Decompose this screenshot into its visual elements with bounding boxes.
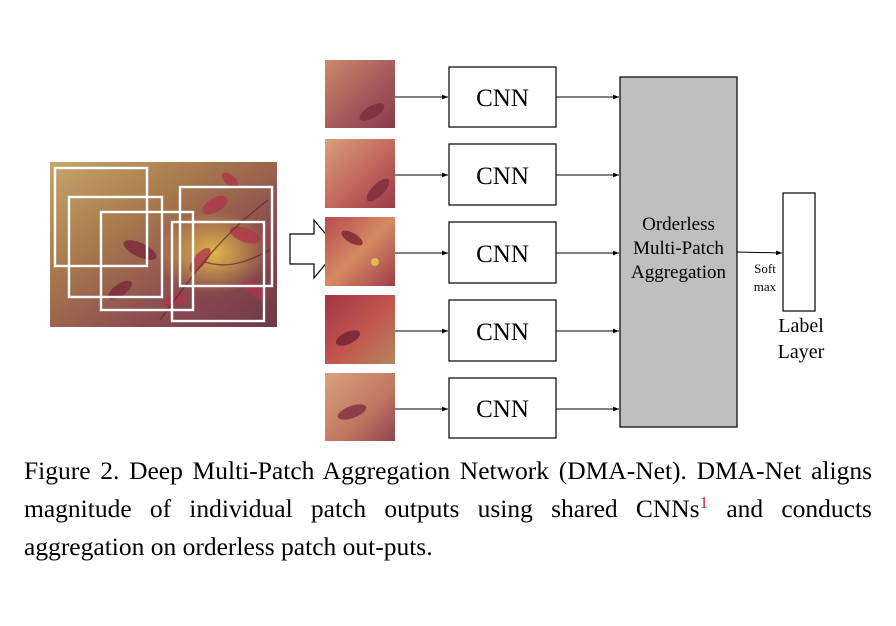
patch-column: [325, 60, 395, 441]
label-layer: Label Layer: [778, 192, 825, 363]
label-layer-text-line: Layer: [778, 341, 825, 363]
softmax-label-line: Soft: [754, 261, 776, 276]
patch-box: [99, 210, 195, 312]
caption-text-continued: and conducts aggregation on orderless pa…: [24, 494, 872, 561]
patch-image: [325, 139, 395, 208]
aggregation-label-line: Multi-Patch: [633, 238, 724, 259]
cnn-box: CNN: [448, 66, 557, 128]
cnn-box: CNN: [448, 377, 557, 439]
cnn-box: CNN: [448, 299, 557, 362]
cnn-box: CNN: [448, 221, 557, 284]
patch-image: [325, 217, 395, 286]
arrow: [736, 250, 783, 256]
footnote-marker[interactable]: 1: [699, 493, 709, 512]
patch-image: [325, 60, 395, 128]
cnn-box: CNN: [448, 143, 557, 206]
cnn-to-aggregation-arrows: [556, 94, 619, 412]
cnn-label: CNN: [476, 85, 529, 112]
cnn-label: CNN: [476, 319, 529, 346]
source-photo: [50, 162, 277, 327]
figure-caption: Figure 2. Deep Multi-Patch Aggregation N…: [24, 452, 872, 566]
softmax-label-line: max: [754, 279, 777, 294]
cnn-label: CNN: [476, 396, 529, 423]
patch-image: [325, 295, 395, 364]
cnn-label: CNN: [476, 163, 529, 190]
caption-text: Figure 2. Deep Multi-Patch Aggregation N…: [24, 456, 872, 523]
aggregation-box: Orderless Multi-Patch Aggregation: [619, 76, 738, 428]
aggregation-label-line: Aggregation: [631, 262, 726, 283]
patch-to-cnn-arrows: [395, 94, 448, 412]
patch-box: [170, 220, 266, 323]
aggregation-label-line: Orderless: [642, 214, 715, 235]
patch-box: [178, 185, 274, 288]
label-layer-text-line: Label: [778, 315, 824, 337]
cnn-label: CNN: [476, 241, 529, 268]
patch-box: [67, 195, 164, 299]
dma-net-diagram: CNN CNN CNN CNN CNN Orderless Multi-Patc…: [50, 60, 825, 441]
patch-image: [325, 373, 395, 441]
cnn-column: CNN CNN CNN CNN CNN: [448, 66, 557, 439]
